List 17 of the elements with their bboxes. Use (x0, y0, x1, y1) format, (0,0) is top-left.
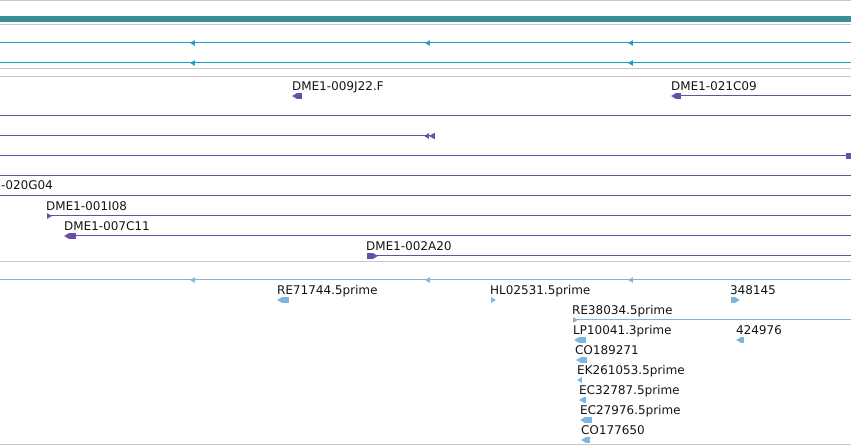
feature-label: EC32787.5prime (579, 383, 680, 397)
feature-label: EK261053.5prime (577, 363, 685, 377)
feature-label: DME1-009J22.F (292, 79, 384, 93)
feature-label: DME1-001I08 (46, 199, 127, 213)
feature-label: EC27976.5prime (580, 403, 681, 417)
feature-label: 348145 (730, 283, 776, 297)
feature-label: CO177650 (581, 423, 645, 437)
feature-label: 424976 (736, 323, 782, 337)
feature-label: RE38034.5prime (572, 303, 672, 317)
feature-label: DME1-021C09 (671, 79, 757, 93)
feature-label: CO189271 (575, 343, 639, 357)
feature-label: DME1-007C11 (64, 219, 150, 233)
feature-label: -020G04 (1, 178, 53, 192)
feature-label: LP10041.3prime (573, 323, 672, 337)
feature-label: HL02531.5prime (490, 283, 590, 297)
feature-label: RE71744.5prime (277, 283, 378, 297)
feature-label: DME1-002A20 (366, 239, 452, 253)
